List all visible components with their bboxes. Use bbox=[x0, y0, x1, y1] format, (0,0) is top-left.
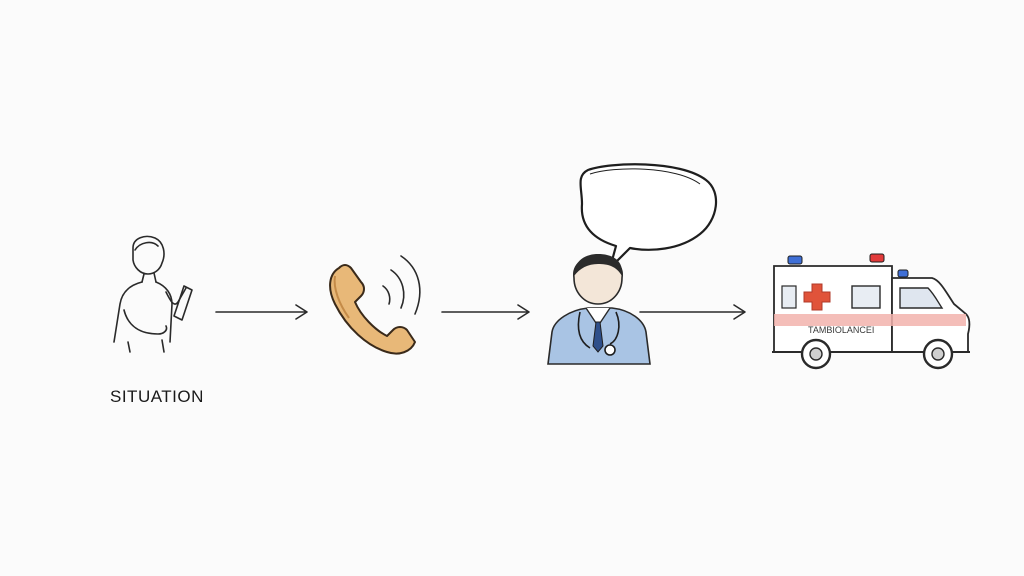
arrow-call-to-dispatcher bbox=[441, 304, 530, 320]
step-dispatcher bbox=[540, 160, 720, 370]
ambulance-icon: TAMBIOLANCEI bbox=[772, 253, 971, 370]
step-situation: SITUATION bbox=[100, 230, 210, 406]
arrow-dispatcher-to-ambulance bbox=[639, 304, 746, 320]
situation-caption: SITUATION bbox=[110, 387, 204, 406]
arrow-situation-to-call bbox=[215, 304, 308, 320]
person-on-phone-icon bbox=[113, 235, 193, 353]
ambulance-stripe-text: TAMBIOLANCEI bbox=[808, 325, 874, 335]
step-ambulance: TAMBIOLANCEI bbox=[768, 250, 973, 372]
step-call bbox=[325, 248, 440, 360]
phone-ringing-icon bbox=[329, 255, 421, 355]
doctor-with-speech-bubble-icon bbox=[547, 163, 718, 365]
